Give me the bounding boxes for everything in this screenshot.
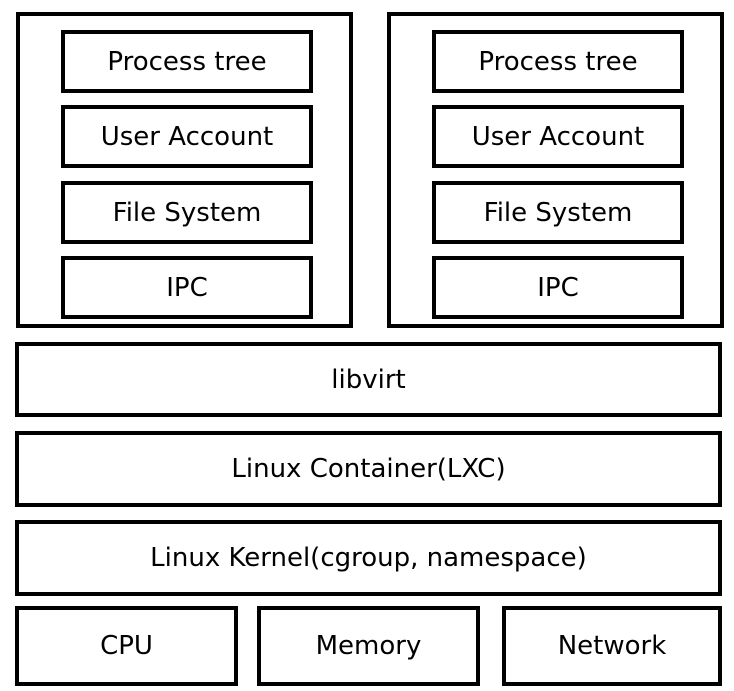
libvirt-label: libvirt — [331, 364, 406, 395]
process-tree-box: Process tree — [432, 30, 684, 93]
ipc-box: IPC — [432, 256, 684, 319]
file-system-label: File System — [112, 197, 262, 228]
file-system-label: File System — [483, 197, 633, 228]
ipc-box: IPC — [61, 256, 313, 319]
process-tree-label: Process tree — [107, 46, 267, 77]
network-label: Network — [557, 631, 667, 661]
container-right: Process tree User Account File System IP… — [387, 12, 724, 328]
container-left: Process tree User Account File System IP… — [16, 12, 353, 328]
memory-box: Memory — [257, 606, 480, 686]
user-account-box: User Account — [432, 105, 684, 168]
network-box: Network — [502, 606, 722, 686]
lxc-layer: Linux Container(LXC) — [15, 431, 722, 507]
user-account-box: User Account — [61, 105, 313, 168]
cpu-label: CPU — [100, 631, 153, 661]
ipc-label: IPC — [166, 272, 208, 303]
file-system-box: File System — [61, 181, 313, 244]
process-tree-box: Process tree — [61, 30, 313, 93]
lxc-label: Linux Container(LXC) — [231, 454, 506, 484]
kernel-label: Linux Kernel(cgroup, namespace) — [150, 543, 587, 573]
cpu-box: CPU — [15, 606, 238, 686]
user-account-label: User Account — [100, 121, 274, 152]
file-system-box: File System — [432, 181, 684, 244]
user-account-label: User Account — [471, 121, 645, 152]
libvirt-layer: libvirt — [15, 342, 722, 417]
process-tree-label: Process tree — [478, 46, 638, 77]
memory-label: Memory — [315, 631, 422, 661]
ipc-label: IPC — [537, 272, 579, 303]
kernel-layer: Linux Kernel(cgroup, namespace) — [15, 520, 722, 596]
